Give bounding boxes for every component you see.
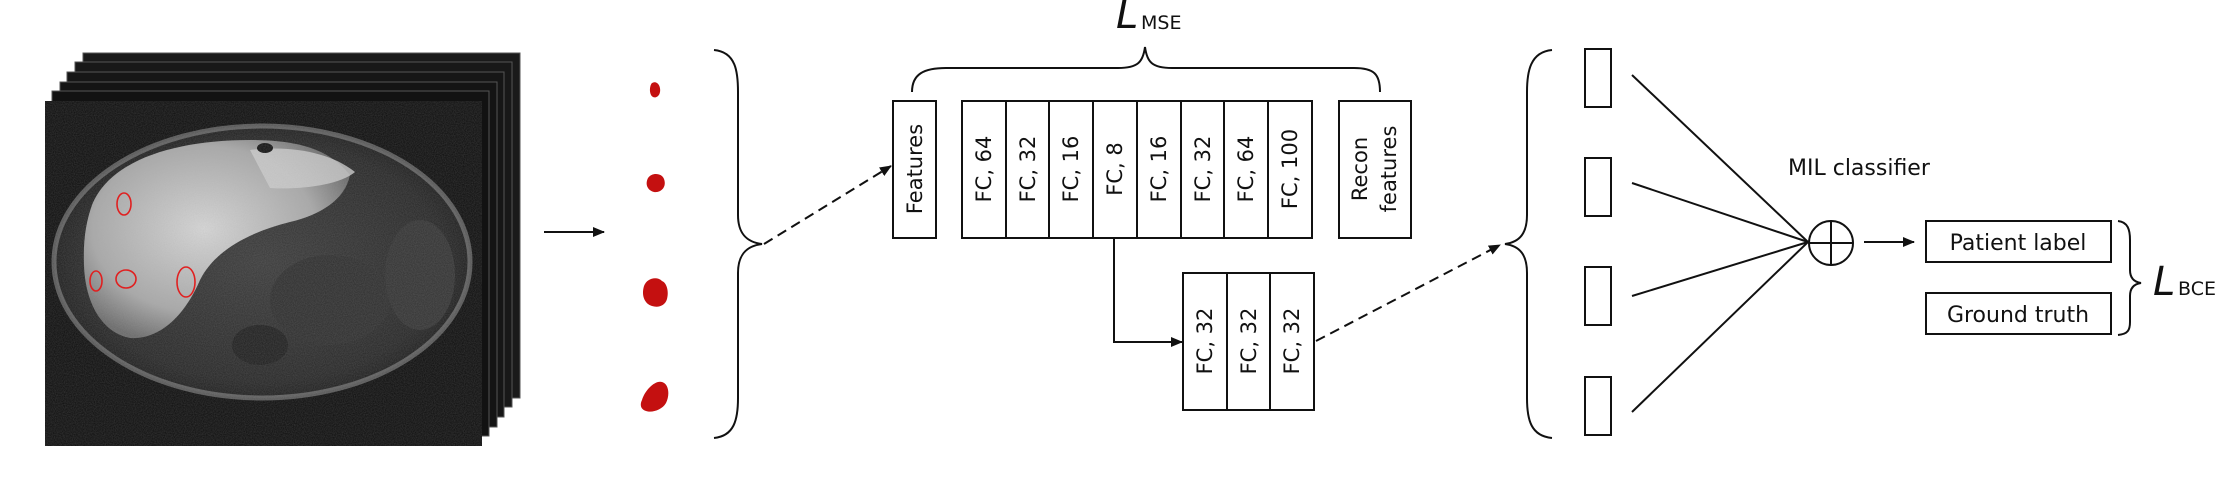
autoencoder-layer-3: FC, 16 [1059,136,1083,203]
bce-brace [2117,220,2142,336]
branch-layer-3: FC, 32 [1280,308,1304,375]
features-box: Features [892,100,937,239]
instance-box-3 [1584,266,1612,326]
mri-slice-stack [45,52,521,446]
autoencoder-layer-5: FC, 16 [1147,136,1171,203]
patient-label-text: Patient label [1950,231,2087,256]
mse-brace [911,46,1381,93]
branch-to-instances-dashed-arrow [1315,244,1501,342]
lesion-2 [646,173,665,193]
autoencoder-layer-1: FC, 64 [972,136,996,203]
autoencoder-layer-2: FC, 32 [1016,136,1040,203]
autoencoder-layer-7: FC, 64 [1234,136,1258,203]
mse-loss-label: L MSE [1116,0,1181,38]
branch-layers: FC, 32 FC, 32 FC, 32 [1182,272,1315,411]
lesion-outlines [89,192,196,298]
instance-box-2 [1584,157,1612,217]
autoencoder-layers: FC, 64 FC, 32 FC, 16 FC, 8 FC, 16 FC, 32… [961,100,1313,239]
instance-box-4 [1584,376,1612,436]
instance-box-1 [1584,48,1612,108]
recon-features-label-line-2: features [1377,126,1401,213]
autoencoder-layer-8: FC, 100 [1278,129,1302,209]
branch-layer-1: FC, 32 [1193,308,1217,375]
lesions-brace [713,49,763,439]
aggregation-oplus-icon [1808,220,1854,266]
instance-boxes [1584,48,1612,436]
ground-truth-box: Ground truth [1925,292,2112,335]
mse-loss-symbol: L [1116,0,1138,38]
recon-features-label-line-1: Recon [1348,137,1372,201]
recon-features-box: Recon features [1338,100,1412,239]
lesion-4 [640,381,669,412]
brace-to-features-dashed-arrow [763,165,892,245]
bottleneck-to-branch-arrow [1113,238,1183,347]
lesion-1 [649,82,661,98]
features-label: Features [903,124,927,214]
bce-loss-subscript: BCE [2178,278,2216,300]
mri-slice-front [45,101,482,446]
autoencoder-layer-4: FC, 8 [1103,142,1127,195]
branch-layer-2: FC, 32 [1237,308,1261,375]
mse-loss-subscript: MSE [1141,12,1181,34]
instance-to-aggregator-lines [1631,74,1809,413]
lesion-3 [642,278,668,307]
bce-loss-symbol: L [2153,259,2175,305]
autoencoder-layer-6: FC, 32 [1191,136,1215,203]
patient-label-box: Patient label [1925,220,2112,263]
instances-brace [1504,49,1553,439]
bce-loss-label: L BCE [2153,259,2216,305]
mil-classifier-label: MIL classifier [1788,156,1931,181]
segmented-lesions [640,82,669,412]
ground-truth-text: Ground truth [1947,303,2089,328]
